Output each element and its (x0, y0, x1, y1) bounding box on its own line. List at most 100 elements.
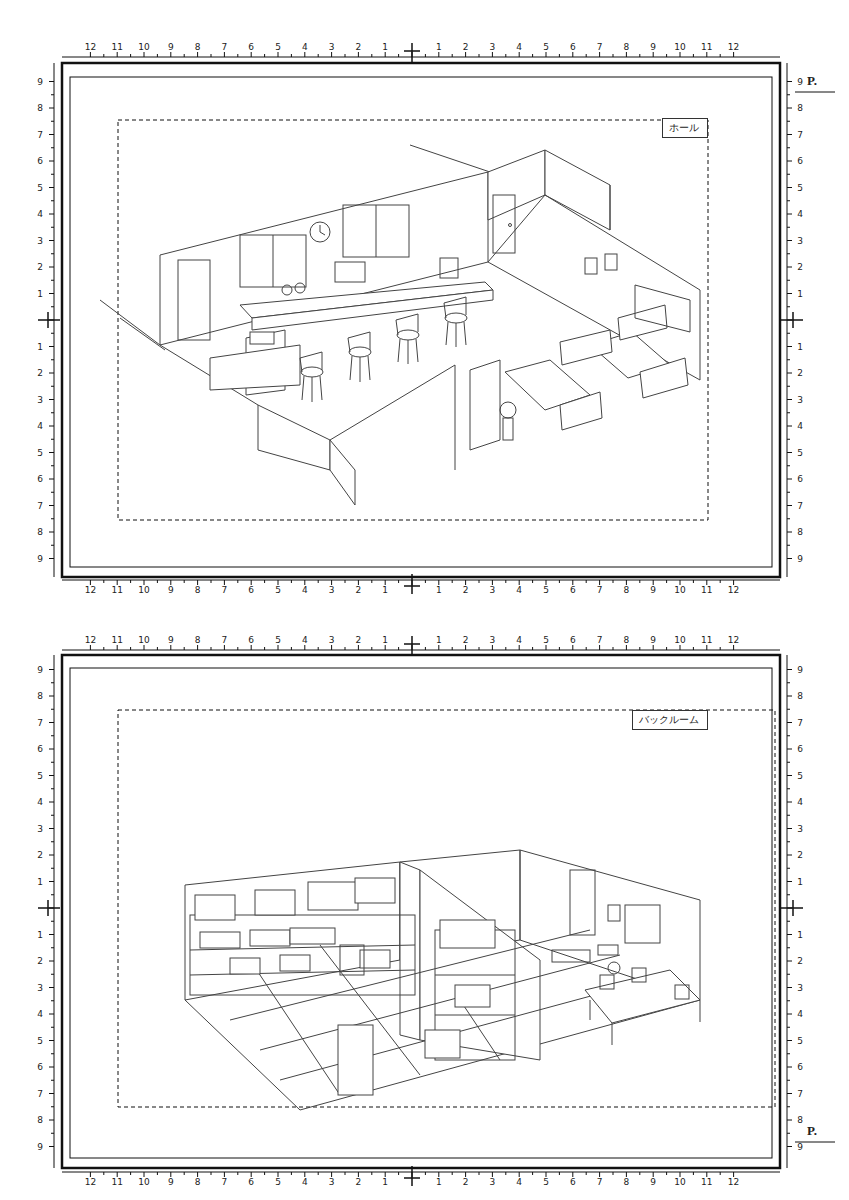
ruler-tick (51, 147, 54, 148)
ruler-number: 2 (463, 636, 469, 645)
ruler-tick (51, 762, 54, 763)
ruler-tick (572, 580, 573, 585)
ruler-tick (358, 645, 359, 650)
ruler-number: 2 (797, 851, 803, 860)
ruler-tick (787, 1093, 792, 1094)
ruler-tick (170, 1172, 171, 1177)
ruler-number: 3 (797, 824, 803, 833)
ruler-tick (90, 645, 91, 650)
door (493, 195, 515, 253)
ruler-tick (49, 214, 54, 215)
ruler-tick (546, 1172, 547, 1177)
ruler-number: 4 (37, 1010, 43, 1019)
ruler-tick (787, 1080, 790, 1081)
ruler-number: 8 (624, 636, 630, 645)
ruler-number: 3 (490, 586, 496, 595)
ruler-number: 5 (37, 448, 43, 457)
ruler-tick (787, 682, 790, 683)
ruler-tick (51, 868, 54, 869)
door (570, 870, 595, 935)
ruler-tick (792, 312, 794, 328)
ruler-number: 5 (37, 183, 43, 192)
ruler-tick (237, 580, 238, 583)
ruler-number: 6 (570, 1178, 576, 1187)
ruler-tick (787, 280, 790, 281)
ruler-number: 1 (382, 636, 388, 645)
ruler-number: 1 (436, 43, 442, 52)
ruler-tick (157, 580, 158, 583)
ruler-tick (291, 647, 292, 650)
ruler-tick (49, 452, 54, 453)
ruler-number: 11 (111, 1178, 122, 1187)
ruler-number: 10 (674, 43, 685, 52)
ruler-tick (599, 52, 600, 57)
frame-outer (62, 655, 780, 1168)
ruler-tick (62, 1172, 780, 1173)
ruler-tick (264, 647, 265, 650)
ruler-tick (465, 1172, 466, 1177)
ruler-number: 10 (138, 1178, 149, 1187)
ruler-number: 4 (797, 210, 803, 219)
ruler-tick (438, 645, 439, 650)
ruler-tick (639, 580, 640, 583)
ruler-tick (787, 161, 792, 162)
ruler-tick (559, 647, 560, 650)
ruler-number: 3 (37, 983, 43, 992)
ruler-number: 1 (797, 289, 803, 298)
ruler-number: 1 (37, 930, 43, 939)
ruler-tick (787, 1106, 790, 1107)
ruler-number: 7 (797, 501, 803, 510)
ruler-number: 2 (356, 586, 362, 595)
ruler-number: 6 (248, 1178, 254, 1187)
ruler-tick (519, 645, 520, 650)
ruler-number: 6 (570, 586, 576, 595)
ruler-number: 4 (516, 1178, 522, 1187)
ruler-number: 9 (168, 586, 174, 595)
ruler-number: 7 (597, 1178, 603, 1187)
ruler-number: 7 (37, 130, 43, 139)
ruler-number: 1 (436, 586, 442, 595)
ruler-number: 1 (797, 342, 803, 351)
ruler-tick (787, 492, 790, 493)
ruler-tick (197, 52, 198, 57)
ruler-number: 11 (111, 636, 122, 645)
ruler-tick (170, 645, 171, 650)
ruler-tick (51, 1106, 54, 1107)
ruler-tick (787, 655, 788, 1168)
ruler-tick (90, 580, 91, 585)
ruler-number: 8 (37, 104, 43, 113)
ruler-tick (787, 346, 792, 347)
ruler-number: 8 (797, 528, 803, 537)
ruler-tick (404, 1177, 420, 1179)
ruler-tick (51, 1027, 54, 1028)
ruler-tick (787, 934, 792, 935)
ruler-tick (733, 580, 734, 585)
ruler-number: 10 (674, 586, 685, 595)
ruler-tick (345, 580, 346, 583)
ruler-tick (693, 647, 694, 650)
ruler-number: 2 (356, 636, 362, 645)
ruler-number: 4 (37, 210, 43, 219)
ruler-number: 10 (138, 636, 149, 645)
ruler-tick (51, 174, 54, 175)
ruler-tick (599, 1172, 600, 1177)
ruler-tick (546, 52, 547, 57)
ruler-number: 11 (701, 636, 712, 645)
ruler-tick (781, 319, 803, 321)
ruler-tick (211, 54, 212, 57)
ruler-tick (787, 788, 790, 789)
ruler-tick (425, 54, 426, 57)
ruler-tick (653, 645, 654, 650)
ruler-tick (51, 815, 54, 816)
ruler-tick (693, 1172, 694, 1175)
hall-drawing (100, 145, 700, 505)
ruler-tick (787, 696, 792, 697)
ruler-tick (62, 580, 780, 581)
ruler-tick (358, 1172, 359, 1177)
ruler-tick (62, 57, 780, 58)
ruler-tick (787, 227, 790, 228)
ruler-tick (49, 134, 54, 135)
ruler-tick (345, 647, 346, 650)
ruler-tick (787, 1133, 790, 1134)
ruler-number: 1 (37, 342, 43, 351)
